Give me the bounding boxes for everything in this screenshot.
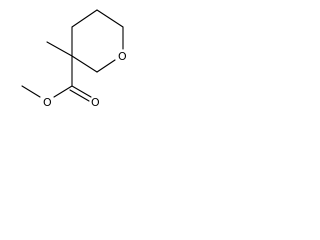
bond-carbonyl-double-a bbox=[71, 85, 92, 98]
bond-ring-ch2-to-quaternary bbox=[71, 55, 98, 73]
bond-ring-top-to-top-right bbox=[96, 9, 124, 28]
bond-methyl bbox=[46, 41, 73, 57]
methyl-3-methyloxane-3-carboxylate-structure: O O O bbox=[21, 9, 127, 109]
bond-ring-oxygen-to-ch2 bbox=[96, 59, 116, 73]
bond-carbonyl-to-ester-oxygen bbox=[53, 85, 73, 98]
bond-ring-top-left-to-top bbox=[71, 9, 98, 28]
bond-carbonyl-double-b bbox=[69, 89, 90, 102]
carbonyl-oxygen-label: O bbox=[91, 96, 100, 109]
ring-oxygen-label: O bbox=[118, 50, 127, 63]
bond-ester-oxygen-to-methyl bbox=[21, 85, 41, 98]
ester-oxygen-label: O bbox=[43, 96, 52, 109]
